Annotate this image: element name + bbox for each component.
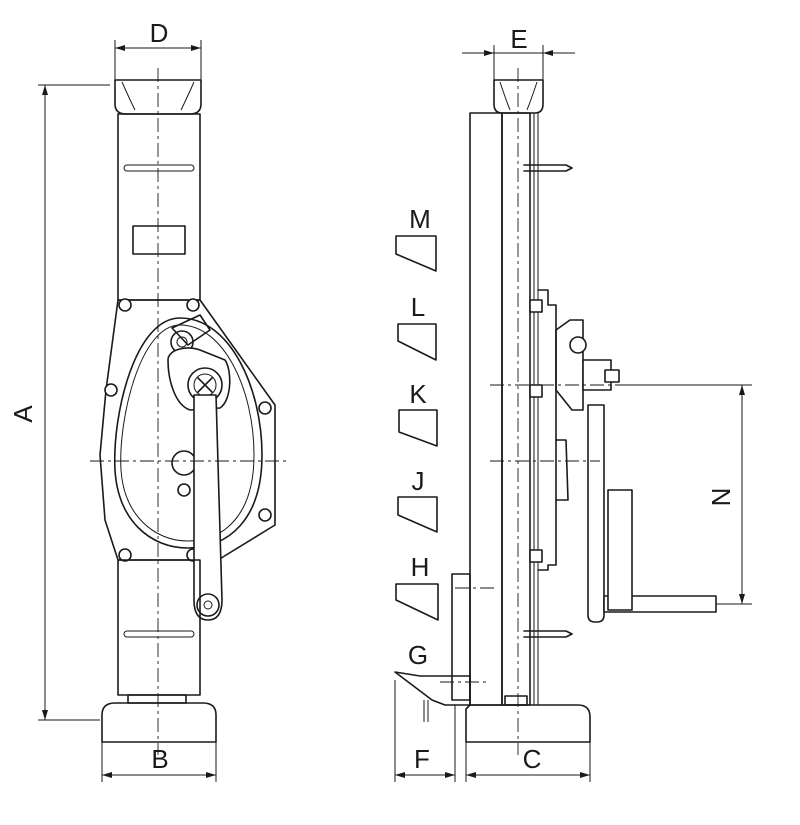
base-neck xyxy=(127,694,187,704)
nameplate xyxy=(132,225,186,255)
front-upper-housing xyxy=(117,113,201,301)
wedge-label-m: M xyxy=(409,204,431,234)
wedge-label-j: J xyxy=(412,466,425,496)
bolt xyxy=(104,383,118,397)
side-crank-arm xyxy=(587,404,605,623)
gear-hub xyxy=(171,450,197,476)
dim-label-f: F xyxy=(414,744,430,774)
lever-pin xyxy=(196,593,220,617)
bolt xyxy=(118,548,132,562)
bolt xyxy=(258,401,272,415)
dim-label-c: C xyxy=(523,744,542,774)
dim-label-a: A xyxy=(8,405,38,423)
side-base xyxy=(465,704,591,743)
side-saddle xyxy=(493,79,544,114)
gear-cover xyxy=(113,317,263,549)
front-base xyxy=(101,702,217,743)
front-view xyxy=(90,68,290,755)
wedge-label-h: H xyxy=(411,552,430,582)
side-body xyxy=(469,112,503,706)
claw-plate xyxy=(451,573,471,701)
wedge-set xyxy=(395,235,439,621)
wedge-label-k: K xyxy=(409,379,427,409)
bolt xyxy=(118,298,132,312)
bolt xyxy=(258,508,272,522)
dim-label-b: B xyxy=(151,744,168,774)
dim-label-d: D xyxy=(150,18,169,48)
wedge-h xyxy=(395,583,439,621)
bolt xyxy=(186,298,200,312)
wedge-m xyxy=(395,235,437,272)
wedge-l xyxy=(397,323,437,361)
wedge-label-l: L xyxy=(411,292,425,322)
part-label-g: G xyxy=(408,640,428,670)
dim-label-n: N xyxy=(706,488,736,507)
labels: D E A B F C N M L K J H G xyxy=(8,18,736,774)
wedge-k xyxy=(398,409,438,447)
dim-label-e: E xyxy=(510,24,527,54)
dimensions xyxy=(38,40,752,782)
front-lower-housing xyxy=(117,559,201,696)
wedge-j xyxy=(397,496,438,533)
crank-lever xyxy=(193,394,223,621)
crank-grip xyxy=(607,489,633,611)
side-view xyxy=(394,68,717,755)
side-rack xyxy=(501,112,531,706)
